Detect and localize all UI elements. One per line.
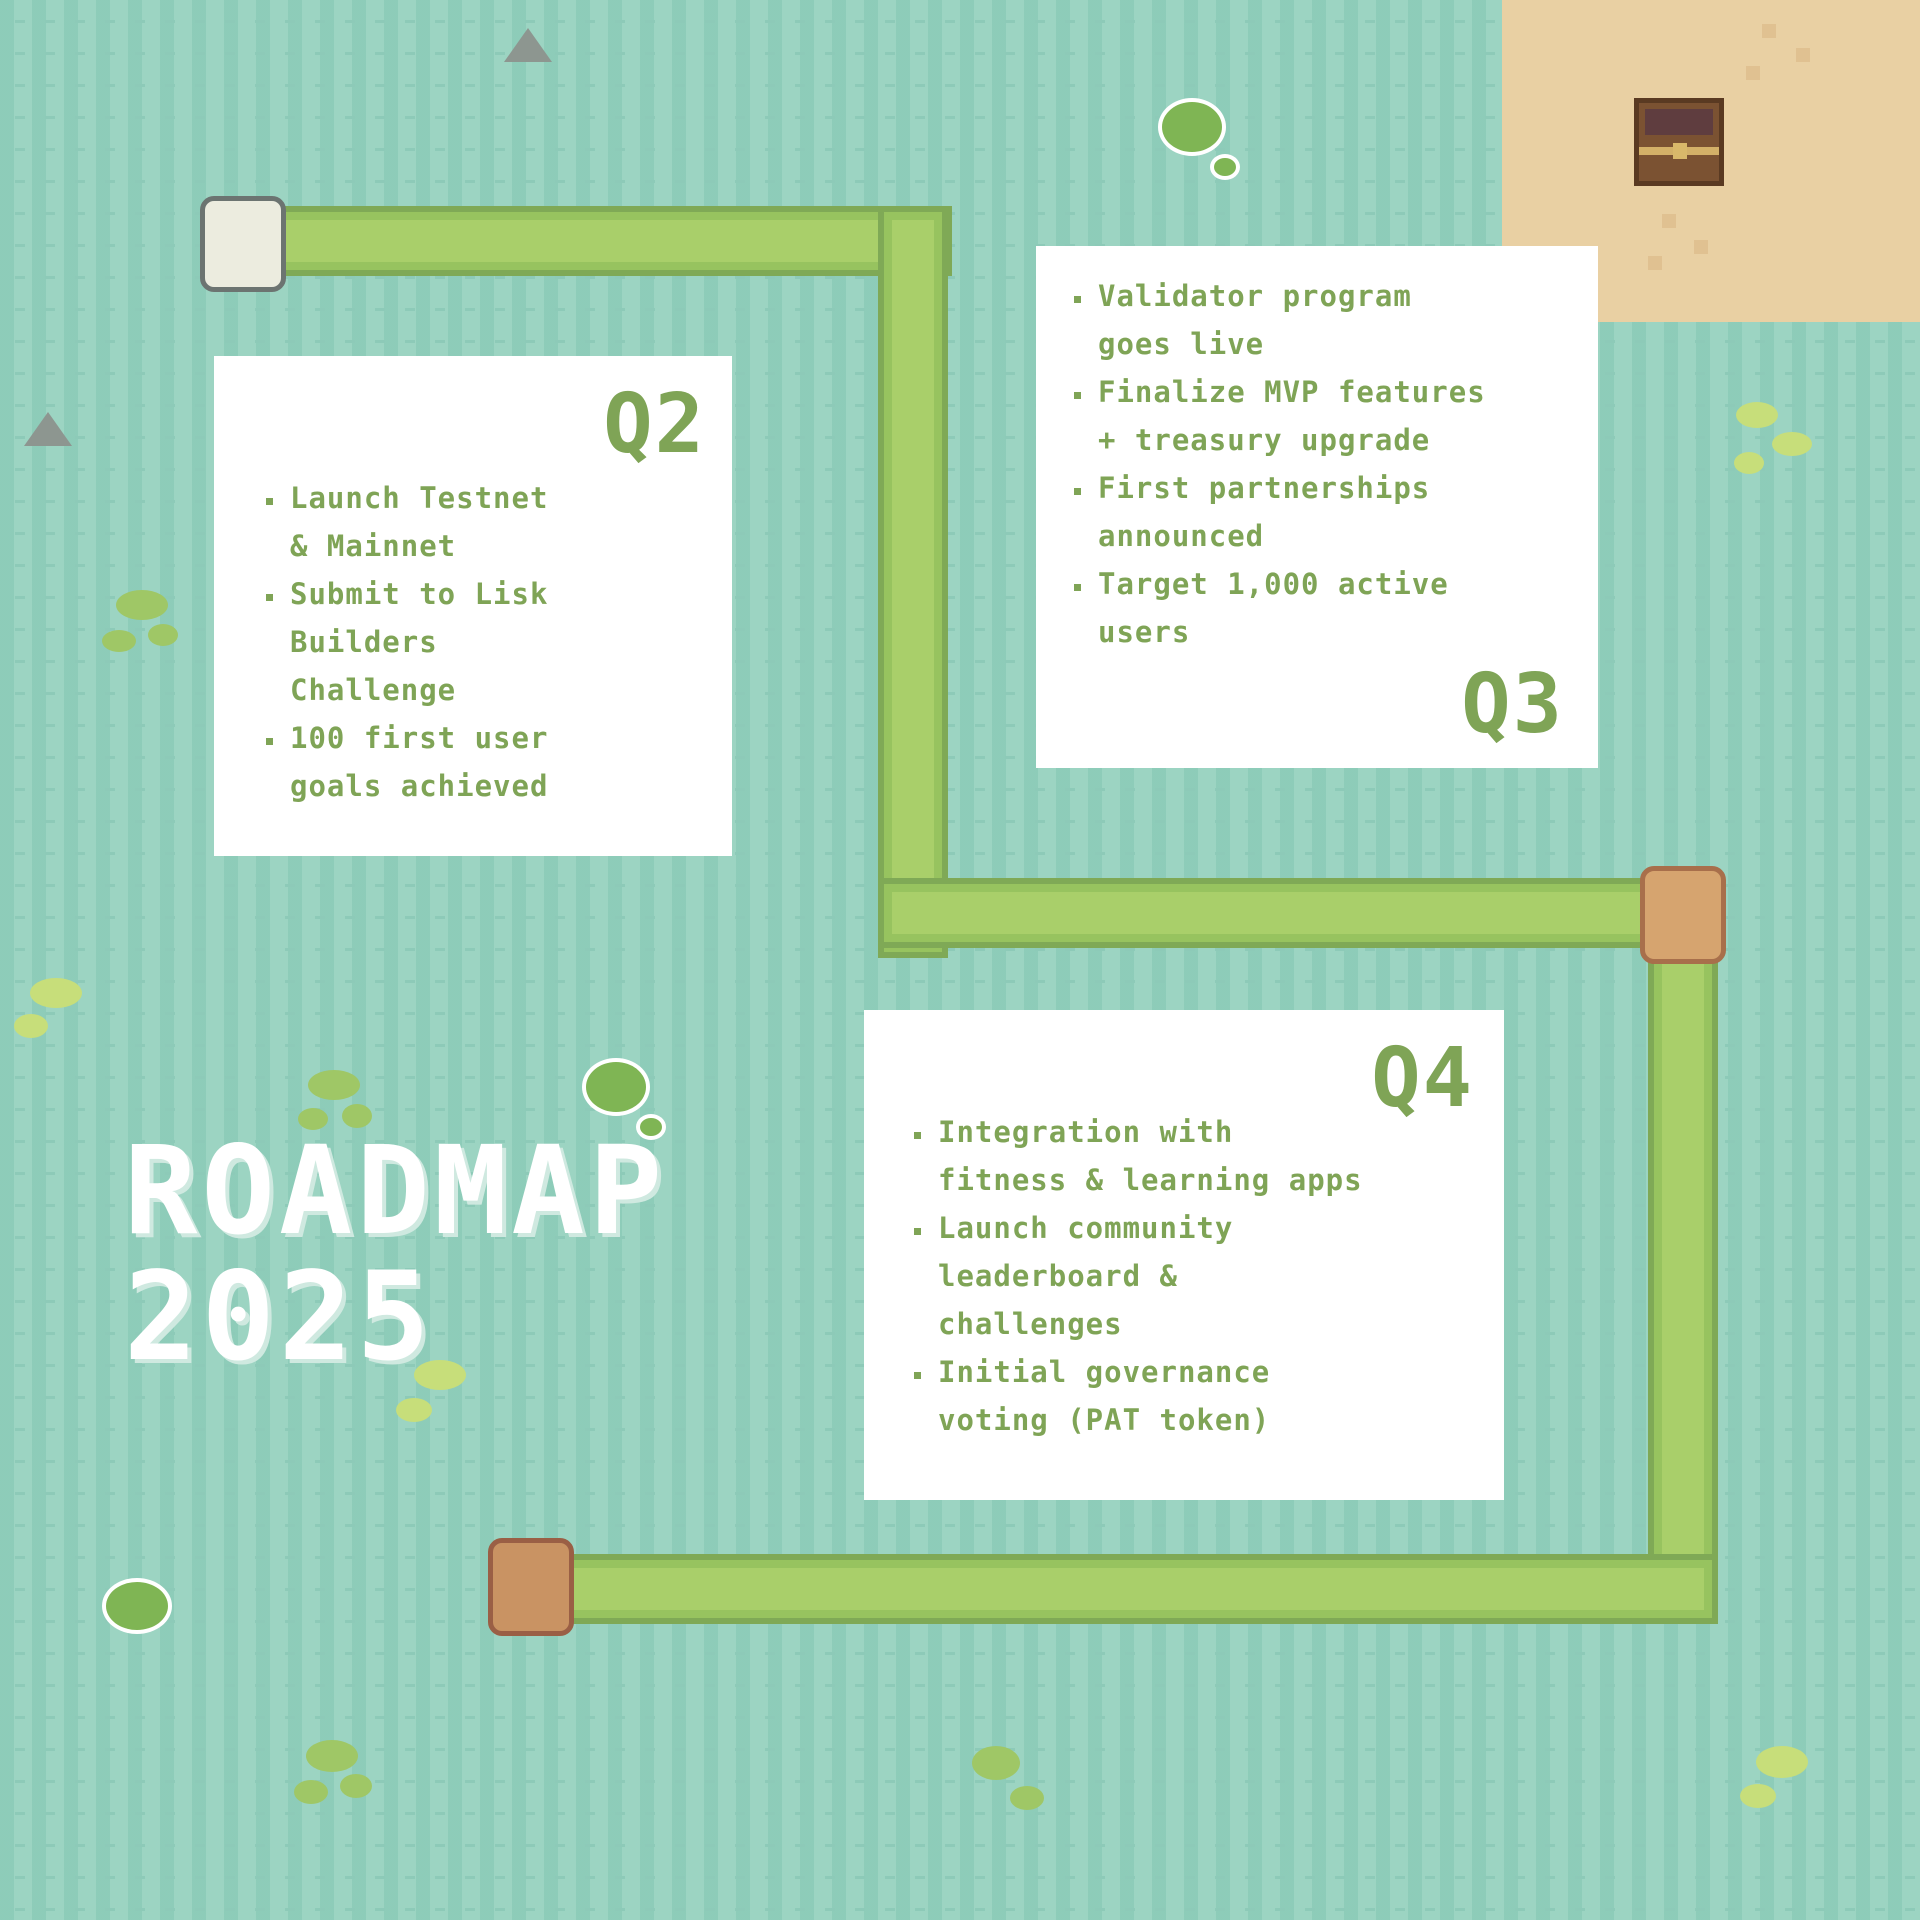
title-line-1: ROADMAP bbox=[124, 1120, 667, 1262]
lily-pad-icon bbox=[582, 1058, 650, 1116]
algae bbox=[1740, 1784, 1776, 1808]
treasure-chest-icon[interactable] bbox=[1634, 98, 1724, 186]
algae bbox=[1734, 452, 1764, 474]
lily-pad-icon bbox=[1210, 154, 1240, 180]
water-ripple bbox=[0, 948, 1920, 951]
milestone-list: Validator program goes live Finalize MVP… bbox=[1074, 272, 1594, 656]
path-segment bbox=[878, 878, 1660, 948]
algae bbox=[308, 1070, 360, 1100]
water-ripple bbox=[0, 564, 1920, 567]
list-item: Finalize MVP features + treasury upgrade bbox=[1074, 368, 1594, 464]
milestone-card-q3: Validator program goes live Finalize MVP… bbox=[1036, 246, 1598, 768]
water-ripple bbox=[0, 852, 1920, 855]
milestone-label: Q3 bbox=[1461, 657, 1564, 752]
water-ripple bbox=[0, 1748, 1920, 1751]
water-ripple bbox=[0, 404, 1920, 407]
water-ripple bbox=[0, 1844, 1920, 1847]
water-ripple bbox=[0, 1780, 1920, 1783]
water-ripple bbox=[0, 596, 1920, 599]
water-ripple bbox=[0, 52, 1920, 55]
water-ripple bbox=[0, 1812, 1920, 1815]
list-item: Target 1,000 active users bbox=[1074, 560, 1594, 656]
water-ripple bbox=[0, 1684, 1920, 1687]
algae bbox=[116, 590, 168, 620]
water-ripple bbox=[0, 468, 1920, 471]
stepping-stone-q3[interactable] bbox=[1640, 866, 1726, 964]
water-ripple bbox=[0, 148, 1920, 151]
milestone-card-q4: Q4 Integration with fitness & learning a… bbox=[864, 1010, 1504, 1500]
title-line-2: 2025 bbox=[124, 1246, 434, 1388]
water-ripple bbox=[0, 1652, 1920, 1655]
algae bbox=[1772, 432, 1812, 456]
algae bbox=[294, 1780, 328, 1804]
stepping-stone-end[interactable] bbox=[488, 1538, 574, 1636]
algae bbox=[340, 1774, 372, 1798]
water-ripple bbox=[0, 724, 1920, 727]
algae bbox=[1736, 402, 1778, 428]
list-item: Initial governance voting (PAT token) bbox=[914, 1348, 1494, 1444]
milestone-list: Launch Testnet & Mainnet Submit to Lisk … bbox=[266, 474, 726, 810]
algae bbox=[148, 624, 178, 646]
water-ripple bbox=[0, 532, 1920, 535]
algae bbox=[396, 1398, 432, 1422]
algae bbox=[14, 1014, 48, 1038]
water-ripple bbox=[0, 628, 1920, 631]
water-ripple bbox=[0, 692, 1920, 695]
path-segment bbox=[556, 1554, 1718, 1624]
algae bbox=[30, 978, 82, 1008]
milestone-label: Q4 bbox=[1371, 1031, 1474, 1126]
water-ripple bbox=[0, 500, 1920, 503]
water-ripple bbox=[0, 84, 1920, 87]
algae bbox=[102, 630, 136, 652]
water-ripple bbox=[0, 212, 1920, 215]
algae bbox=[414, 1360, 466, 1390]
water-ripple bbox=[0, 340, 1920, 343]
list-item: Launch community leaderboard & challenge… bbox=[914, 1204, 1494, 1348]
water-ripple bbox=[0, 756, 1920, 759]
lily-pad-icon bbox=[102, 1578, 172, 1634]
water-ripple bbox=[0, 1716, 1920, 1719]
water-ripple bbox=[0, 436, 1920, 439]
lily-pad-icon bbox=[1158, 98, 1226, 156]
algae bbox=[306, 1740, 358, 1772]
path-segment bbox=[1648, 942, 1718, 1624]
list-item: Launch Testnet & Mainnet bbox=[266, 474, 726, 570]
water-ripple bbox=[0, 308, 1920, 311]
algae bbox=[1756, 1746, 1808, 1778]
list-item: Validator program goes live bbox=[1074, 272, 1594, 368]
water-ripple bbox=[0, 244, 1920, 247]
algae bbox=[1010, 1786, 1044, 1810]
rock-icon bbox=[24, 412, 72, 446]
water-ripple bbox=[0, 1524, 1920, 1527]
water-ripple bbox=[0, 660, 1920, 663]
algae bbox=[342, 1104, 372, 1128]
algae bbox=[972, 1746, 1020, 1780]
water-ripple bbox=[0, 820, 1920, 823]
water-ripple bbox=[0, 788, 1920, 791]
lily-pad-icon bbox=[636, 1114, 666, 1140]
page-title: ROADMAP 2025 bbox=[124, 1128, 666, 1380]
list-item: Submit to Lisk Builders Challenge bbox=[266, 570, 726, 714]
water-ripple bbox=[0, 20, 1920, 23]
water-ripple bbox=[0, 372, 1920, 375]
path-segment bbox=[878, 206, 948, 958]
path-segment bbox=[270, 206, 952, 276]
list-item: Integration with fitness & learning apps bbox=[914, 1108, 1494, 1204]
water-ripple bbox=[0, 1876, 1920, 1879]
milestone-card-q2: Q2 Launch Testnet & Mainnet Submit to Li… bbox=[214, 356, 732, 856]
stepping-stone-start[interactable] bbox=[200, 196, 286, 292]
rock-icon bbox=[504, 28, 552, 62]
water-ripple bbox=[0, 276, 1920, 279]
list-item: First partnerships announced bbox=[1074, 464, 1594, 560]
milestone-list: Integration with fitness & learning apps… bbox=[914, 1108, 1494, 1444]
water-ripple bbox=[0, 180, 1920, 183]
water-ripple bbox=[0, 980, 1920, 983]
water-ripple bbox=[0, 1908, 1920, 1911]
milestone-label: Q2 bbox=[603, 377, 706, 472]
list-item: 100 first user goals achieved bbox=[266, 714, 726, 810]
algae bbox=[298, 1108, 328, 1130]
water-ripple bbox=[0, 116, 1920, 119]
